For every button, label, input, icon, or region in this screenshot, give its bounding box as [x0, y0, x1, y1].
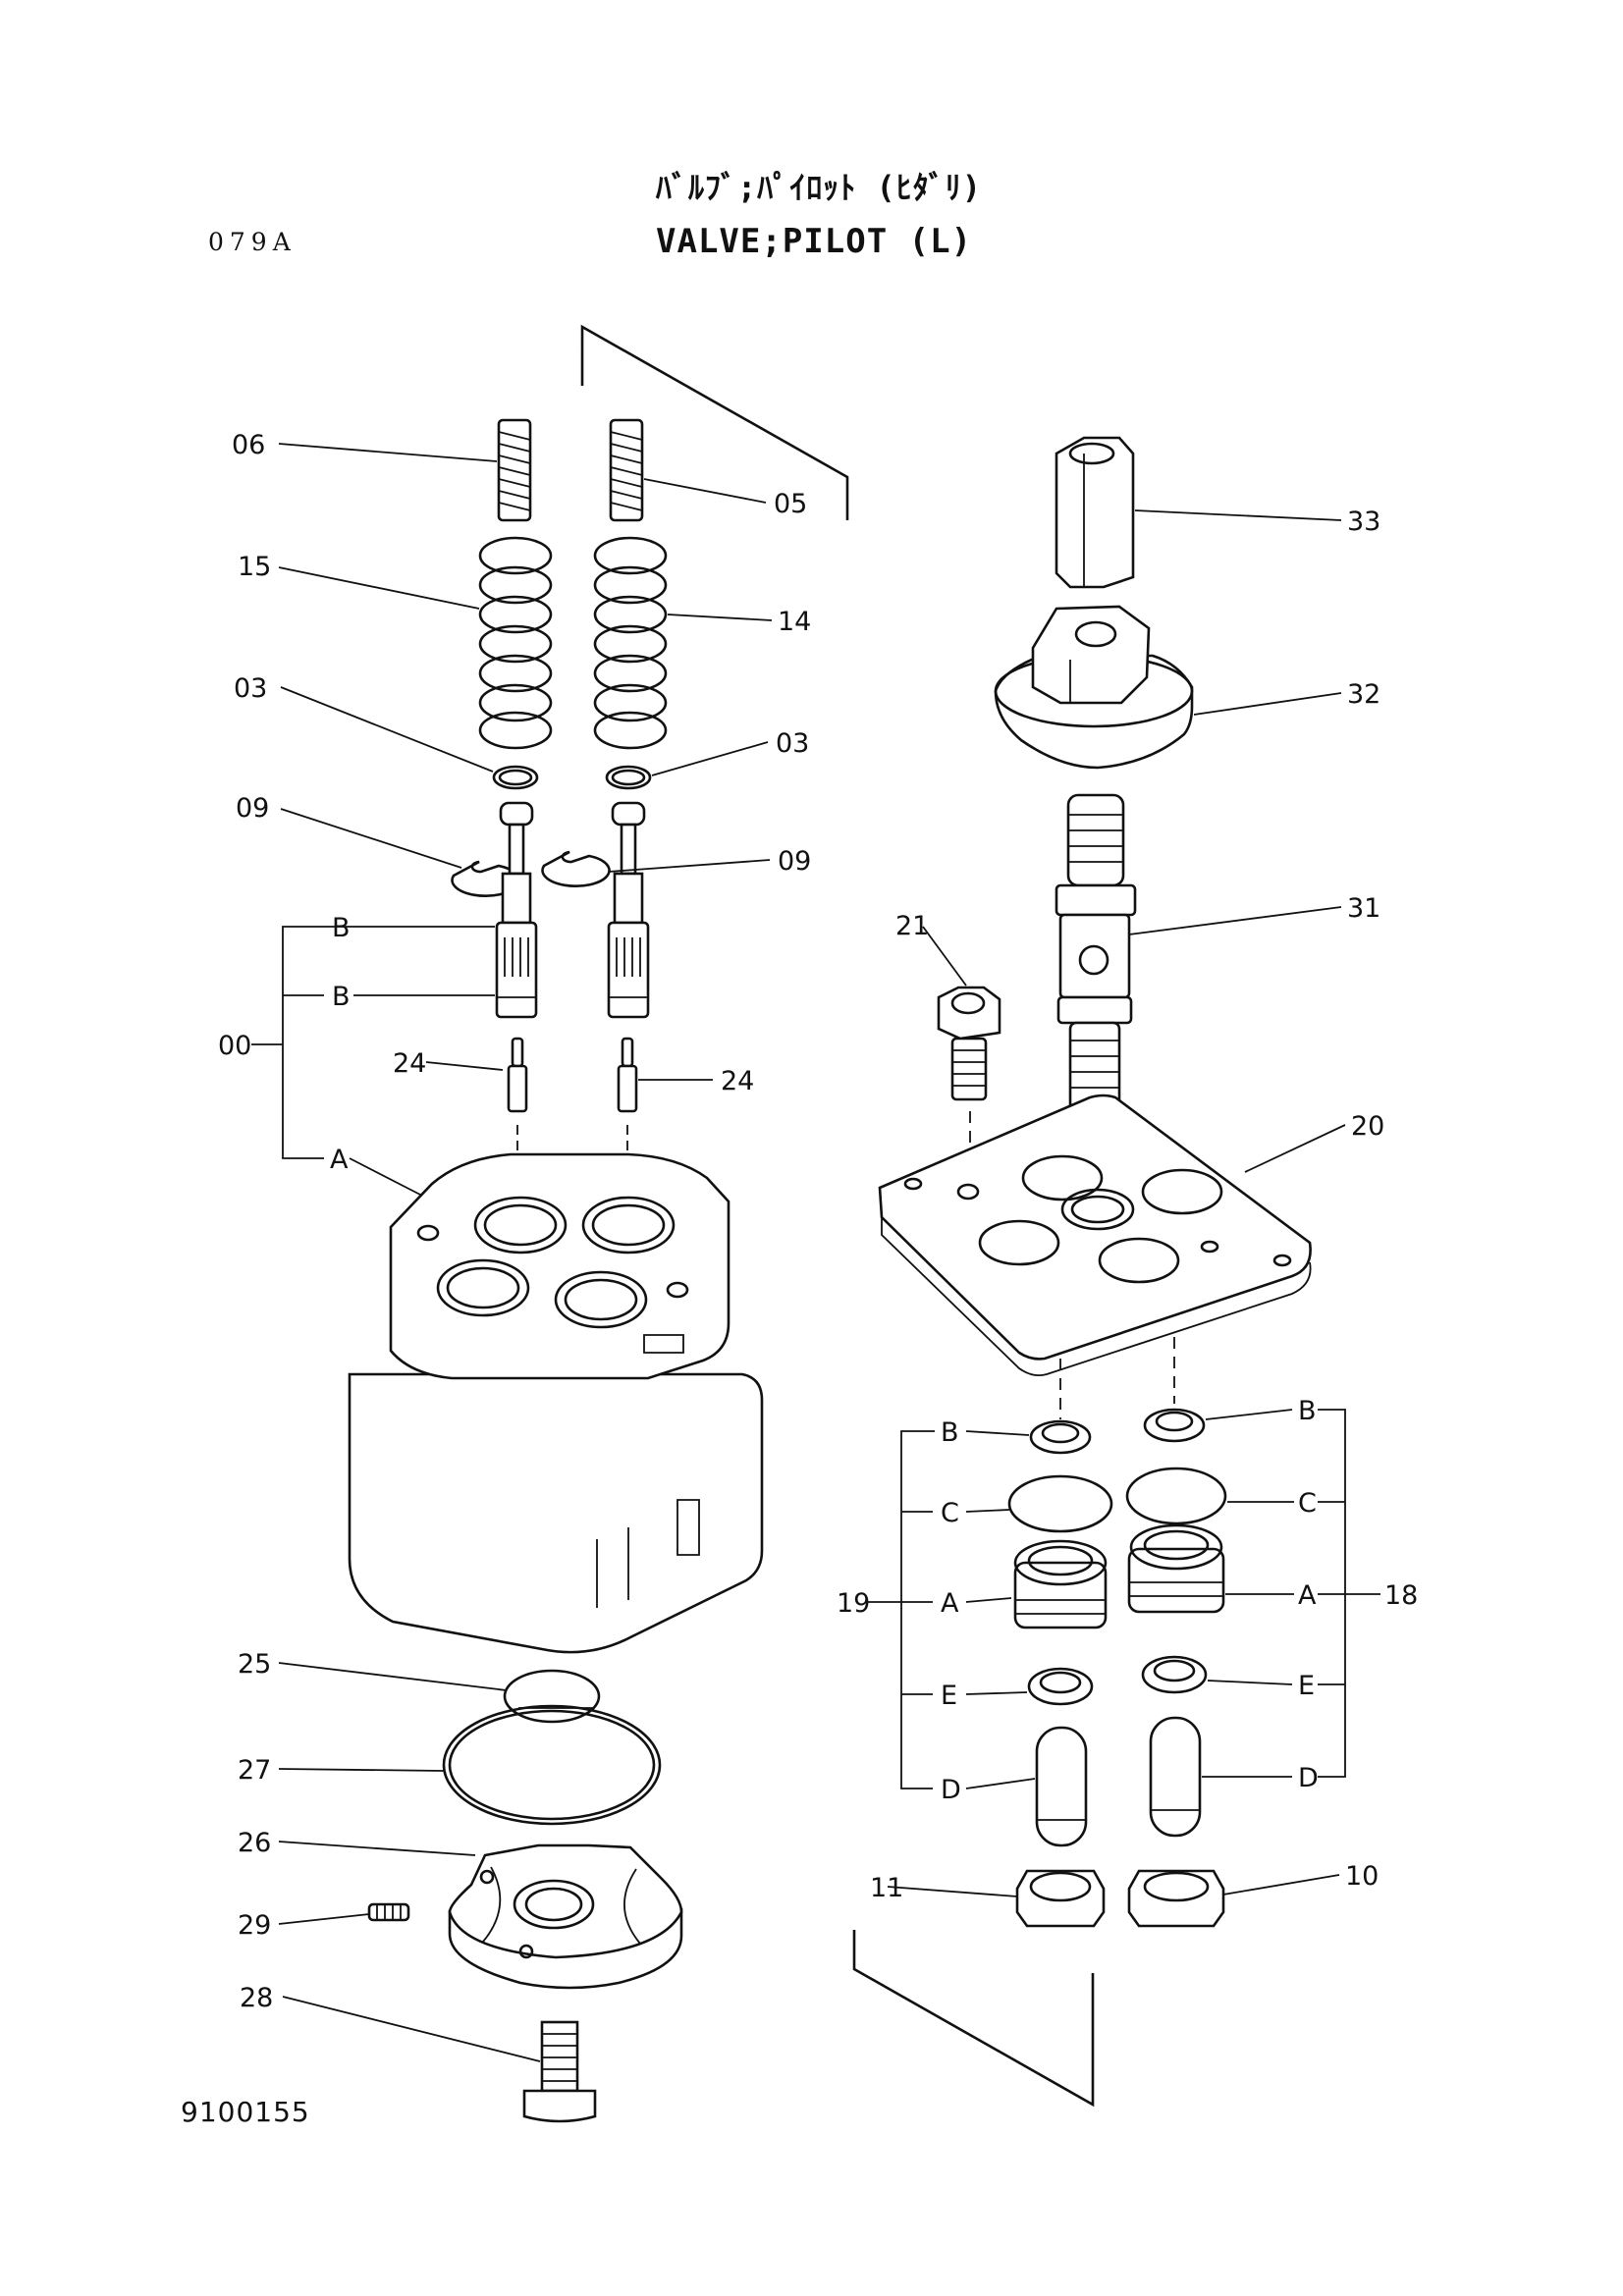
- drawing-number: 9100155: [181, 2096, 310, 2128]
- callout-29: 29: [238, 1910, 271, 1941]
- title-english: VALVE;PILOT (L): [656, 222, 973, 261]
- plate-20: [878, 1094, 1312, 1419]
- callout-labels: 06 05 15 14 03 03 09 09 B B 00 24 24 A 2…: [218, 430, 1418, 2013]
- spring-large-14: [593, 536, 668, 750]
- callout-00: 00: [218, 1031, 251, 1061]
- callout-right-C: C: [1298, 1488, 1317, 1519]
- callout-19: 19: [837, 1588, 870, 1619]
- callout-26: 26: [238, 1828, 271, 1858]
- callout-03-left: 03: [234, 673, 267, 704]
- callout-31: 31: [1347, 893, 1380, 924]
- pin-24-right: [617, 1037, 638, 1166]
- washer-03-right: [605, 765, 652, 790]
- callout-20: 20: [1351, 1111, 1384, 1142]
- callout-10: 10: [1345, 1861, 1379, 1892]
- callout-06: 06: [232, 430, 265, 460]
- cover-plug-26: [448, 1843, 683, 1990]
- title-japanese: ﾊﾞﾙﾌﾞ;ﾊﾟｲﾛｯﾄ (ﾋﾀﾞﾘ): [656, 169, 983, 206]
- callout-left-B: B: [941, 1417, 959, 1448]
- spring-small-06: [497, 418, 532, 522]
- callout-left-E: E: [941, 1681, 957, 1711]
- callout-05: 05: [774, 489, 807, 519]
- section-bracket-top: [580, 324, 849, 520]
- washer-03-left: [492, 765, 539, 790]
- spring-seat-09-right: [541, 850, 611, 887]
- set-screw-29: [367, 1902, 410, 1922]
- callout-32: 32: [1347, 679, 1380, 710]
- pin-24-left: [507, 1037, 528, 1166]
- assembly-19-parts: [1007, 1419, 1113, 1928]
- callout-A-casing: A: [330, 1145, 349, 1175]
- joint-shaft-31: [1055, 793, 1137, 1209]
- assembly-18-parts: [1125, 1408, 1227, 1928]
- callout-B-lower: B: [332, 982, 351, 1012]
- callout-right-E: E: [1298, 1671, 1315, 1701]
- leader-lines: [251, 443, 1380, 2062]
- callout-03-right: 03: [776, 728, 809, 759]
- callout-09-right: 09: [778, 846, 811, 877]
- section-bracket-bottom: [852, 1930, 1095, 2108]
- bolt-28: [522, 2020, 597, 2123]
- callout-11: 11: [870, 1873, 903, 1903]
- o-ring-27: [442, 1704, 662, 1826]
- callout-14: 14: [778, 607, 811, 637]
- disk-nut-32: [994, 605, 1194, 770]
- spool-left: [495, 801, 538, 1019]
- callout-24-left: 24: [393, 1048, 426, 1079]
- callout-left-C: C: [941, 1498, 959, 1528]
- spring-large-15: [478, 536, 553, 750]
- callout-27: 27: [238, 1755, 271, 1786]
- page-code: 079A: [208, 228, 297, 256]
- spool-right: [607, 801, 650, 1019]
- callout-15: 15: [238, 552, 271, 582]
- callout-09-left: 09: [236, 793, 269, 824]
- callout-B-upper: B: [332, 913, 351, 943]
- callout-24-right: 24: [721, 1066, 754, 1096]
- valve-casing: [348, 1152, 764, 1654]
- coupling-nut-33: [1055, 436, 1135, 589]
- callout-28: 28: [240, 1983, 273, 2013]
- spring-small-05: [609, 418, 644, 522]
- callout-right-B: B: [1298, 1396, 1317, 1426]
- callout-right-A: A: [1298, 1580, 1317, 1611]
- callout-21: 21: [895, 911, 929, 941]
- callout-18: 18: [1384, 1580, 1418, 1611]
- cap-screw-21: [937, 986, 1001, 1174]
- callout-left-D: D: [941, 1775, 961, 1805]
- callout-25: 25: [238, 1649, 271, 1680]
- callout-right-D: D: [1298, 1763, 1319, 1793]
- callout-33: 33: [1347, 507, 1380, 537]
- callout-left-A: A: [941, 1588, 959, 1619]
